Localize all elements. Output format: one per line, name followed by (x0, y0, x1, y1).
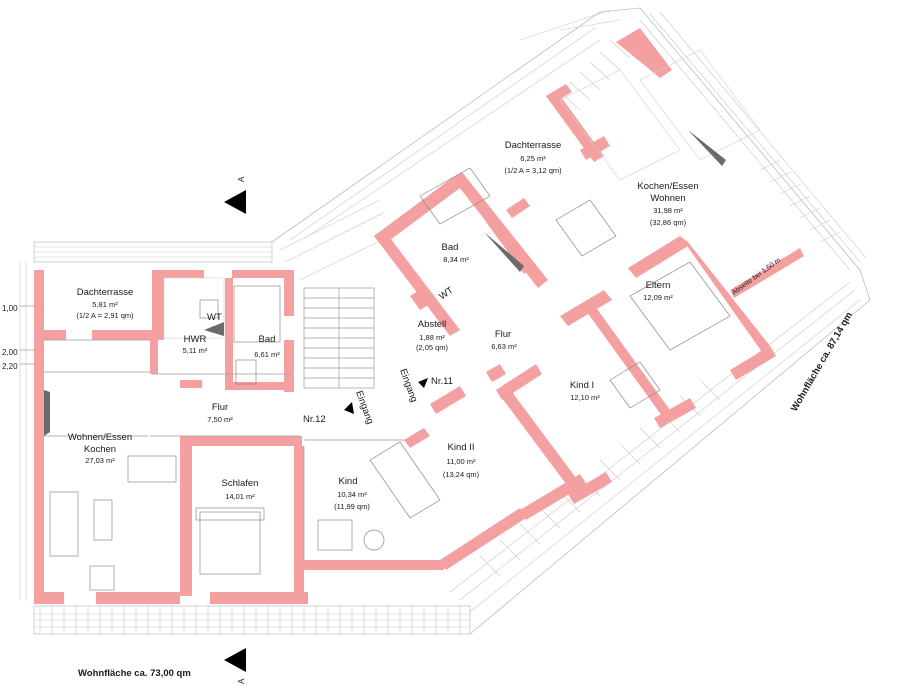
wt-right: WT (437, 285, 456, 303)
room-dachterrasse-right: Dachterrasse 6,25 m² (1/2 A = 3,12 qm) (504, 140, 562, 175)
room-bad-left: Bad 6,61 m² (254, 334, 280, 359)
svg-text:6,25 m²: 6,25 m² (520, 154, 546, 163)
room-kind-left: Kind 10,34 m² (11,99 qm) (334, 476, 370, 511)
svg-text:7,50 m²: 7,50 m² (207, 415, 233, 424)
svg-text:Bad: Bad (442, 242, 459, 253)
level-mark-3: 2,20 (2, 362, 18, 371)
svg-text:Eltern: Eltern (646, 280, 671, 291)
svg-text:Kochen: Kochen (84, 444, 116, 455)
room-abstell: Abstell 1,88 m² (2,05 qm) (416, 319, 449, 352)
entrance-label-right: Eingang (397, 367, 419, 404)
svg-text:11,00 m²: 11,00 m² (446, 457, 476, 466)
svg-text:(13,24 qm): (13,24 qm) (443, 470, 480, 479)
svg-text:Dachterrasse: Dachterrasse (505, 140, 562, 151)
room-schlafen: Schlafen 14,01 m² (222, 478, 259, 501)
roof-area-left (19, 241, 471, 635)
section-marker-bottom: A (237, 678, 246, 684)
svg-text:(2,05 qm): (2,05 qm) (416, 343, 449, 352)
svg-text:Bad: Bad (259, 334, 276, 345)
entrance-number-right: Nr.11 (431, 376, 453, 387)
walls-right-apartment (374, 28, 804, 570)
room-kind-i: Kind I 12,10 m² (570, 380, 600, 402)
living-area-left: Wohnfläche ca. 73,00 qm (78, 668, 191, 679)
svg-text:31,98 m²: 31,98 m² (653, 206, 683, 215)
svg-text:Flur: Flur (495, 329, 511, 340)
room-eltern: Eltern 12,09 m² (643, 280, 673, 302)
svg-text:27,03 m²: 27,03 m² (85, 456, 115, 465)
svg-text:(1/2 A = 2,91 qm): (1/2 A = 2,91 qm) (76, 311, 134, 320)
wt-left: WT (207, 312, 222, 323)
svg-text:Dachterrasse: Dachterrasse (77, 287, 134, 298)
svg-text:5,81 m²: 5,81 m² (92, 300, 118, 309)
entrance-arrow-left (344, 402, 354, 414)
svg-text:Kind I: Kind I (570, 380, 594, 391)
direction-markers (44, 130, 726, 436)
svg-text:(11,99 qm): (11,99 qm) (334, 502, 370, 511)
svg-text:1,88 m²: 1,88 m² (419, 333, 445, 342)
room-dachterrasse-left: Dachterrasse 5,81 m² (1/2 A = 2,91 qm) (76, 287, 134, 320)
svg-text:14,01 m²: 14,01 m² (225, 492, 255, 501)
level-mark-2: 2,00 (2, 348, 18, 357)
svg-text:HWR: HWR (184, 334, 207, 345)
walls-left-apartment (34, 270, 444, 604)
detail-lines (44, 49, 761, 591)
svg-text:6,63 m²: 6,63 m² (491, 342, 517, 351)
entrance-number-left: Nr.12 (303, 414, 326, 425)
svg-text:Kind: Kind (338, 476, 357, 487)
svg-text:Wohnen/Essen: Wohnen/Essen (68, 432, 132, 443)
svg-text:(1/2 A = 3,12 qm): (1/2 A = 3,12 qm) (504, 166, 562, 175)
setback-note: Abseite bei 1,50 m (731, 257, 782, 297)
svg-text:12,10 m²: 12,10 m² (570, 393, 600, 402)
svg-text:12,09 m²: 12,09 m² (643, 293, 673, 302)
svg-text:Schlafen: Schlafen (222, 478, 259, 489)
svg-text:Kind II: Kind II (448, 442, 475, 453)
svg-text:10,34 m²: 10,34 m² (337, 490, 367, 499)
level-mark-1: 1,00 (2, 304, 18, 313)
room-flur-right: Flur 6,63 m² (491, 329, 517, 351)
svg-text:Flur: Flur (212, 402, 228, 413)
room-kind-ii: Kind II 11,00 m² (13,24 qm) (443, 442, 480, 479)
entrance-label-left: Eingang (353, 389, 375, 426)
room-bad-right: Bad 8,34 m² (442, 242, 470, 264)
svg-text:Kochen/Essen: Kochen/Essen (637, 181, 698, 192)
room-hwr: HWR 5,11 m² (183, 334, 208, 355)
svg-text:6,61 m²: 6,61 m² (254, 350, 280, 359)
svg-text:5,11 m²: 5,11 m² (183, 346, 208, 355)
svg-text:8,34 m²: 8,34 m² (443, 255, 469, 264)
room-flur-left: Flur 7,50 m² (207, 402, 233, 424)
section-marker-arrow-bottom (224, 648, 246, 672)
svg-text:Abstell: Abstell (418, 319, 447, 330)
svg-text:(32,86 qm): (32,86 qm) (650, 218, 687, 227)
section-marker-arrow-top (224, 190, 246, 214)
entrance-arrow-right (418, 378, 428, 388)
roof-area-right (271, 7, 871, 635)
room-kochen-essen-wohnen-right: Kochen/Essen Wohnen 31,98 m² (32,86 qm) (637, 181, 698, 227)
svg-text:Wohnen: Wohnen (650, 193, 685, 204)
living-area-right: Wohnfläche ca. 87,14 qm (789, 310, 855, 413)
section-marker-top: A (237, 176, 246, 182)
room-wohnen-essen-kochen-left: Wohnen/Essen Kochen 27,03 m² (68, 432, 132, 465)
